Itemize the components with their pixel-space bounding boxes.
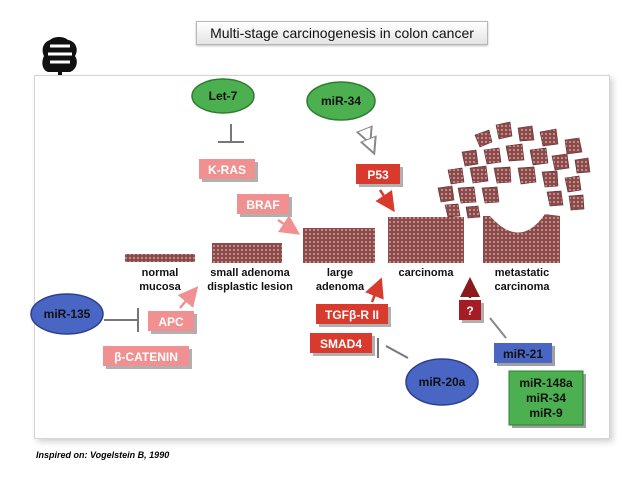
beta-catenin-label: β-CATENIN <box>114 350 178 364</box>
stage-label-large-adenoma-line2: adenoma <box>316 281 365 293</box>
mir21-to-unknown-line <box>489 317 507 339</box>
carcinoma-tissue <box>388 217 464 263</box>
let7-label: Let-7 <box>209 89 238 103</box>
mir21-label: miR-21 <box>503 347 543 361</box>
stage-label-normal-line2: mucosa <box>139 281 181 293</box>
footnote: Inspired on: Vogelstein B, 1990 <box>36 450 170 460</box>
unknown-factor-box: ? <box>459 300 484 323</box>
stage-label-small-adenoma-line1: small adenoma <box>210 267 290 279</box>
let7-inhibition-line <box>218 124 244 143</box>
stage-label-metastatic-line1: metastatic <box>495 267 549 279</box>
mir34-node: miR-34 <box>306 81 376 121</box>
kras-label: K-RAS <box>208 163 246 177</box>
tgfbr2-box: TGFβ-R II <box>316 304 391 327</box>
smad4-label: SMAD4 <box>320 337 362 351</box>
combo-mirna-box: miR-148a miR-34 miR-9 <box>508 370 586 428</box>
p53-box: P53 <box>356 164 403 187</box>
beta-catenin-box: β-CATENIN <box>103 346 192 369</box>
tgfbr2-to-carcinoma-arrow <box>365 277 384 303</box>
mir20a-inhibition-line <box>377 338 409 359</box>
unknown-factor-label: ? <box>466 304 473 318</box>
stage-label-metastatic-line2: carcinoma <box>494 281 550 293</box>
kras-box: K-RAS <box>199 159 258 182</box>
mir21-box: miR-21 <box>494 343 555 366</box>
normal-mucosa-tissue <box>125 254 195 262</box>
braf-box: BRAF <box>237 194 292 217</box>
mir34-p53-bidirectional-arrow <box>368 138 372 148</box>
smad4-box: SMAD4 <box>310 333 375 356</box>
mir135-node: miR-135 <box>30 293 104 335</box>
stage-label-carcinoma-line1: carcinoma <box>398 267 454 279</box>
large-adenoma-tissue <box>303 228 375 263</box>
stage-label-small-adenoma-line2: displastic lesion <box>207 281 293 293</box>
p53-to-carcinoma-arrow <box>375 189 395 213</box>
small-adenoma-tissue <box>212 243 282 263</box>
stage-label-normal-line1: normal <box>142 267 179 279</box>
mir20a-label: miR-20a <box>419 375 466 389</box>
mir20a-node: miR-20a <box>405 358 479 406</box>
let7-node: Let-7 <box>191 78 255 114</box>
braf-to-large-adenoma-arrow <box>277 215 301 235</box>
apc-to-small-adenoma-arrow <box>177 286 199 309</box>
metastatic-fragments <box>437 121 591 219</box>
metastatic-carcinoma-tissue <box>483 214 560 263</box>
combo-mirna-3: miR-9 <box>529 406 563 420</box>
slide-title: Multi-stage carcinogenesis in colon canc… <box>196 21 488 45</box>
braf-label: BRAF <box>246 198 279 212</box>
stage-label-large-adenoma-line1: large <box>327 267 353 279</box>
apc-label: APC <box>158 315 184 329</box>
apc-box: APC <box>148 311 197 334</box>
mir34-label: miR-34 <box>321 94 361 108</box>
mir135-label: miR-135 <box>44 307 91 321</box>
combo-mirna-1: miR-148a <box>519 376 573 390</box>
mir135-inhibition-line <box>104 308 139 332</box>
tgfbr2-label: TGFβ-R II <box>325 308 379 322</box>
p53-label: P53 <box>367 168 389 182</box>
combo-mirna-2: miR-34 <box>526 391 566 405</box>
